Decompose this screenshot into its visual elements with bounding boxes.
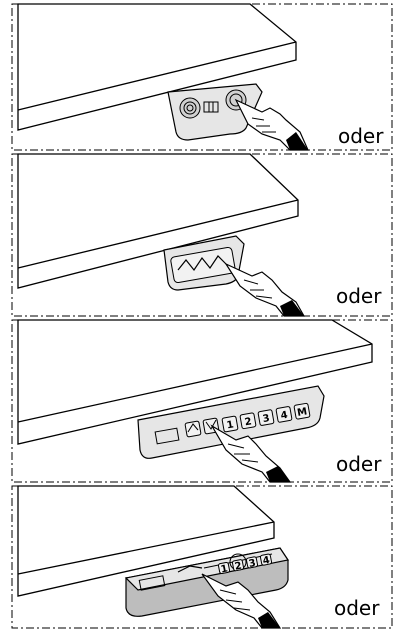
memory-key-label: 4 — [262, 555, 271, 567]
up-button — [184, 420, 202, 438]
memory-key-M — [293, 402, 311, 420]
memory-key-label: M — [296, 406, 308, 419]
hand-icon — [210, 424, 292, 483]
chevron-up-icon — [187, 423, 199, 433]
panel-wave-control: oder — [0, 152, 398, 318]
memory-key-label: 2 — [234, 561, 243, 573]
panel-rotary-control: oder — [0, 0, 398, 152]
memory-key-label: 2 — [244, 416, 253, 428]
memory-key-label: 1 — [220, 563, 229, 575]
hand-icon — [234, 98, 309, 151]
memory-key-3 — [245, 556, 259, 569]
chevron-down-icon — [205, 419, 217, 430]
wave-button — [170, 246, 236, 284]
memory-key-4 — [275, 406, 293, 423]
wave-icon — [177, 255, 227, 272]
memory-key-label: 3 — [248, 558, 257, 570]
display-icon — [203, 101, 219, 113]
memory-key-3 — [257, 409, 275, 426]
memory-key-2 — [239, 412, 257, 430]
table-top — [17, 153, 299, 289]
memory-key-1 — [221, 415, 239, 433]
memory-key-2 — [231, 559, 245, 572]
panel-1-drawing — [11, 3, 393, 151]
display-icon — [138, 575, 166, 591]
memory-key-label: 1 — [226, 419, 235, 431]
memory-key-label: 3 — [262, 413, 271, 425]
hand-icon — [201, 573, 282, 629]
memory-key-4 — [259, 553, 273, 566]
oder-label: oder — [334, 596, 380, 620]
hand-icon — [224, 262, 306, 317]
display-icon — [154, 427, 180, 445]
left-knob-icon — [179, 97, 201, 119]
memory-key-label: 4 — [280, 410, 289, 422]
oder-label: oder — [336, 284, 382, 308]
oder-label: oder — [338, 124, 384, 148]
chevron-up-icon — [177, 565, 203, 573]
oder-label: oder — [336, 452, 382, 476]
panel-2-drawing — [11, 153, 393, 317]
memory-key-1 — [217, 561, 231, 575]
